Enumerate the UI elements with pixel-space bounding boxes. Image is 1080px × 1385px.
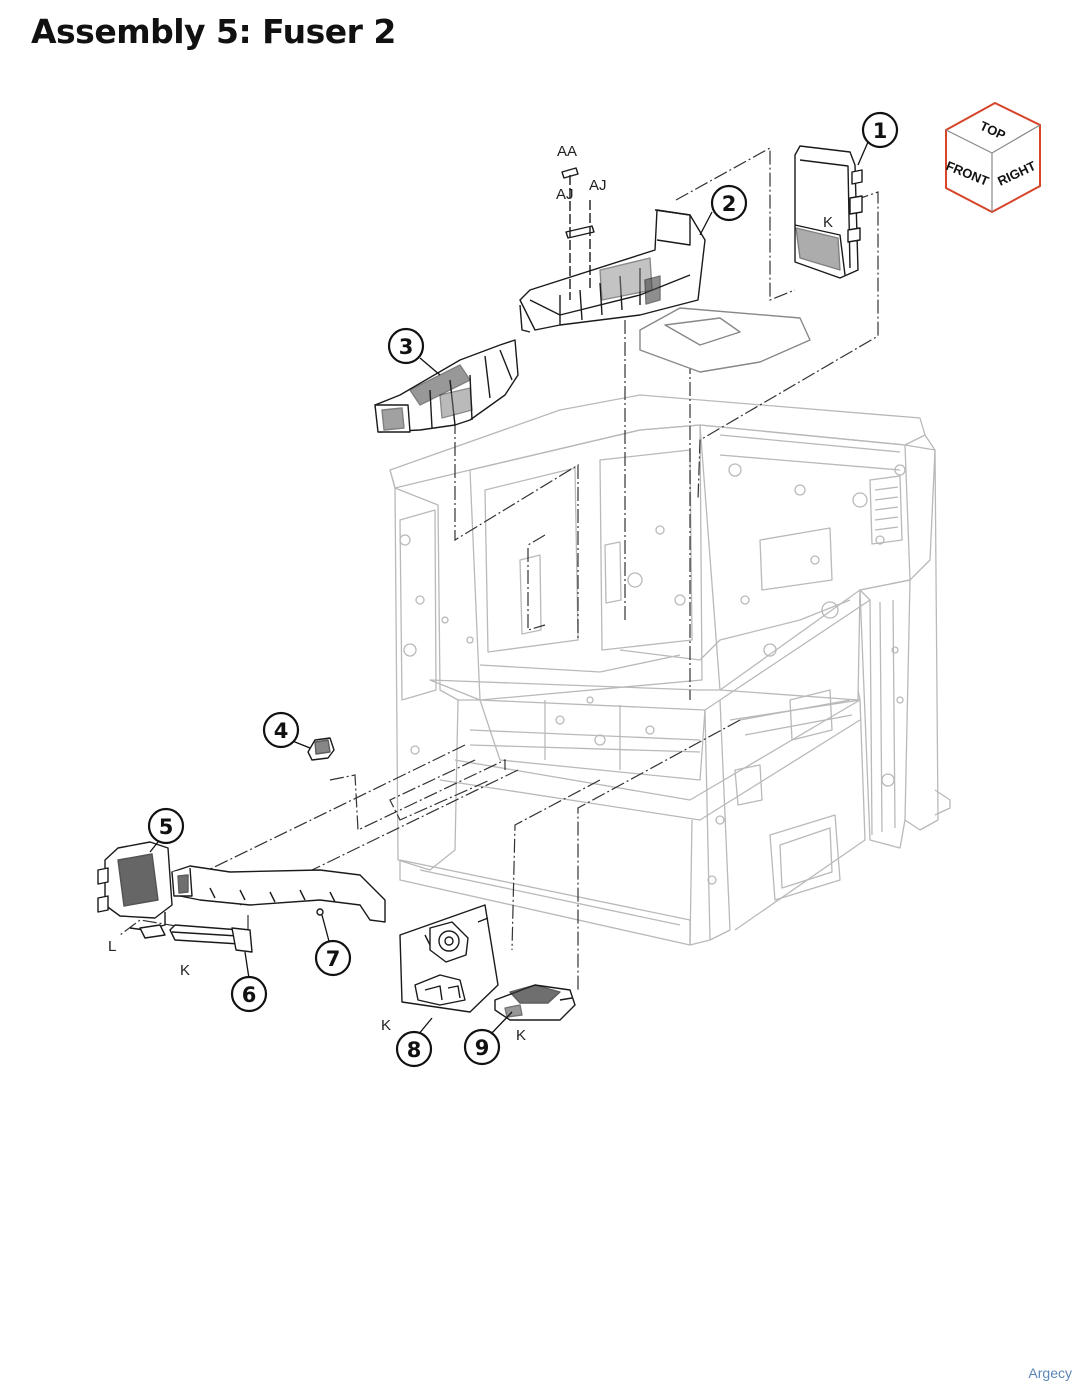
ref-k-part9: K	[516, 1027, 526, 1044]
part-8-fan-assembly-drawing	[399, 904, 499, 1013]
support-plate-drawing	[639, 307, 811, 373]
callout-1: 1	[861, 111, 899, 149]
callout-8-label: 8	[407, 1038, 422, 1062]
printer-frame-drawing	[389, 394, 951, 946]
callout-6-label: 6	[242, 983, 257, 1007]
callout-6: 6	[230, 975, 268, 1013]
ref-aa: AA	[557, 143, 577, 160]
part-6-bar-drawing	[139, 924, 253, 953]
callout-3: 3	[387, 327, 425, 365]
callout-1-label: 1	[873, 119, 888, 143]
screw-parts-aa-aj	[561, 167, 595, 300]
part-5-fan-housing-drawing	[97, 841, 173, 931]
part-3-duct-drawing	[374, 339, 519, 433]
callout-4: 4	[262, 711, 300, 749]
part-1-cover-drawing	[794, 145, 863, 279]
callout-3-label: 3	[399, 335, 414, 359]
callout-8: 8	[395, 1030, 433, 1068]
part-7-rail-drawing	[171, 865, 386, 923]
ref-l-part5: L	[108, 938, 116, 955]
page-title: Assembly 5: Fuser 2	[31, 12, 396, 51]
orientation-cube: TOP FRONT RIGHT	[944, 101, 1041, 214]
part-9-fan-plate-drawing	[494, 984, 576, 1021]
callout-9: 9	[463, 1028, 501, 1066]
ref-k-part1: K	[823, 214, 833, 231]
part-4-connector-drawing	[307, 737, 335, 761]
assembly-leader-lines	[119, 146, 879, 990]
callout-5: 5	[147, 807, 185, 845]
callout-5-label: 5	[159, 815, 174, 839]
callout-9-label: 9	[475, 1036, 490, 1060]
callout-7: 7	[314, 939, 352, 977]
callout-4-label: 4	[274, 719, 289, 743]
ref-k-part8: K	[381, 1017, 391, 1034]
part-2-duct-drawing	[519, 209, 706, 333]
ref-aj-left: AJ	[556, 186, 574, 203]
watermark: Argecy	[1028, 1365, 1072, 1381]
ref-k-part6: K	[180, 962, 190, 979]
ref-aj-right: AJ	[589, 177, 607, 194]
callout-2-label: 2	[722, 192, 737, 216]
callout-2: 2	[710, 184, 748, 222]
callout-7-label: 7	[326, 947, 341, 971]
